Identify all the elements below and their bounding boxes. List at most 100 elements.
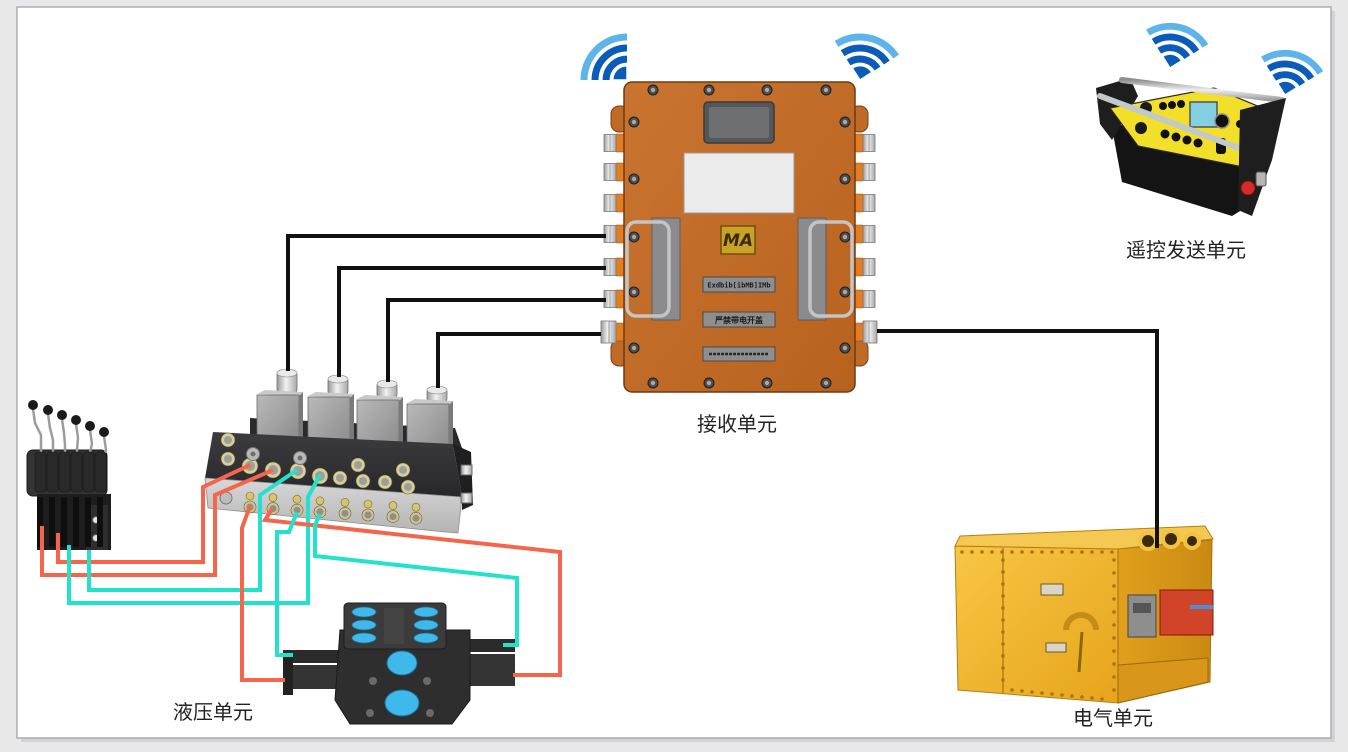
joystick-slat — [73, 497, 79, 547]
joystick-knob[interactable] — [57, 410, 67, 420]
joystick-knob[interactable] — [85, 421, 95, 431]
handle-left[interactable] — [625, 220, 671, 318]
remote-button[interactable] — [1182, 135, 1192, 145]
manifold-port-small — [340, 498, 350, 507]
rivet — [1040, 691, 1044, 695]
screw-head — [631, 119, 637, 125]
valve-bolt — [423, 677, 431, 685]
valve-main-body — [334, 629, 471, 725]
wifi-arc-outer — [1261, 49, 1324, 75]
remote-button[interactable] — [1177, 100, 1185, 108]
rivet — [1030, 690, 1034, 694]
spool-left-rod — [283, 650, 347, 663]
remote-label: 遥控发送单元 — [1126, 238, 1246, 262]
electrical-control-box — [1127, 594, 1157, 638]
wifi-arc-middle — [1266, 60, 1315, 81]
rivet — [1112, 571, 1116, 575]
screw-head — [631, 234, 637, 240]
joystick-knob[interactable] — [99, 427, 109, 437]
port-cap — [351, 632, 377, 644]
electrical-receiver-box — [1159, 589, 1214, 636]
rivet — [1001, 678, 1005, 682]
coil-top-face — [357, 395, 403, 401]
remote-button[interactable] — [1160, 129, 1170, 139]
cable-entry — [1138, 531, 1158, 551]
rivet — [980, 550, 984, 554]
port-cap — [351, 619, 377, 631]
rivet — [1001, 558, 1005, 562]
signal-wire — [337, 266, 606, 377]
joystick-knob[interactable] — [28, 400, 38, 410]
electrical-base-tray — [1117, 657, 1209, 704]
ma-logo-plate — [720, 225, 756, 255]
joystick-slat — [49, 497, 55, 547]
rivet — [1080, 695, 1084, 699]
rivet — [1112, 597, 1116, 601]
inspection-window-glass — [709, 107, 769, 138]
manifold-port-small — [388, 501, 398, 510]
wifi-icon — [1261, 49, 1324, 95]
wifi-arc-inner — [1157, 44, 1191, 60]
remote-button[interactable] — [1159, 102, 1167, 110]
manifold-port-small — [315, 496, 325, 506]
wifi-arc-inner — [602, 55, 628, 81]
manifold-port-small — [245, 491, 255, 501]
manifold-port-bore — [293, 466, 303, 476]
remote-rotary-knob[interactable] — [1214, 113, 1230, 129]
emergency-stop-button[interactable] — [1240, 180, 1256, 196]
electrical-small-plate — [1045, 642, 1067, 653]
rivet — [1070, 694, 1074, 698]
manifold-port-bore — [359, 477, 367, 485]
handle-bracket-right — [797, 217, 827, 321]
port-cap — [351, 606, 377, 618]
manifold-top-face — [205, 432, 462, 497]
wifi-arc-middle — [840, 44, 890, 65]
wifi-arc-outer — [580, 33, 628, 81]
rivet — [1010, 688, 1014, 692]
ex-rating-plate — [702, 276, 776, 293]
manifold-port-bore — [404, 483, 412, 491]
joystick-boot — [82, 451, 95, 493]
remote-button[interactable] — [1168, 101, 1176, 109]
screw-head — [823, 380, 829, 386]
spool-left-cap — [283, 655, 293, 695]
joystick-knob[interactable] — [43, 405, 53, 415]
joystick-boot — [70, 451, 83, 493]
electrical-handle-lever[interactable] — [1077, 631, 1084, 673]
remote-joystick-2[interactable] — [1135, 122, 1147, 134]
manifold-fitting — [460, 492, 473, 504]
joystick-lever — [31, 408, 43, 452]
manifold-port-small — [411, 502, 421, 512]
signal-wire — [286, 234, 606, 371]
port-caps — [351, 606, 439, 717]
hydraulic-line-red — [240, 505, 285, 682]
port-cap-large — [386, 650, 418, 676]
joystick-knob[interactable] — [71, 415, 81, 425]
screw-head — [842, 289, 848, 295]
remote-button[interactable] — [1171, 132, 1181, 142]
wifi-arc-outer — [834, 33, 899, 59]
rivet — [1001, 582, 1005, 586]
wireless-signals — [580, 22, 1324, 95]
manifold-port-bore — [399, 466, 407, 474]
rivet — [1080, 550, 1084, 554]
handle-bracket-left — [651, 217, 681, 321]
rivet — [1112, 610, 1116, 614]
coil-side-face — [350, 394, 354, 447]
wifi-icon — [580, 33, 628, 81]
key-switch[interactable] — [1255, 171, 1267, 187]
coil-top-face — [308, 392, 354, 398]
manifold-port-bore — [389, 513, 397, 521]
warning-text: 严禁带电开盖 — [714, 315, 763, 325]
warning-plate — [702, 311, 776, 328]
handle-right[interactable] — [808, 220, 854, 318]
cable-gland-right — [862, 320, 878, 344]
screw-head — [764, 380, 770, 386]
manifold-port-small — [292, 494, 302, 504]
electrical-nameplate — [1040, 583, 1064, 596]
joystick-slat — [37, 497, 43, 547]
remote-button[interactable] — [1193, 138, 1203, 148]
screw-head — [842, 119, 848, 125]
electrical-handle[interactable] — [1063, 612, 1099, 631]
receiver-label: 接收单元 — [697, 412, 777, 436]
